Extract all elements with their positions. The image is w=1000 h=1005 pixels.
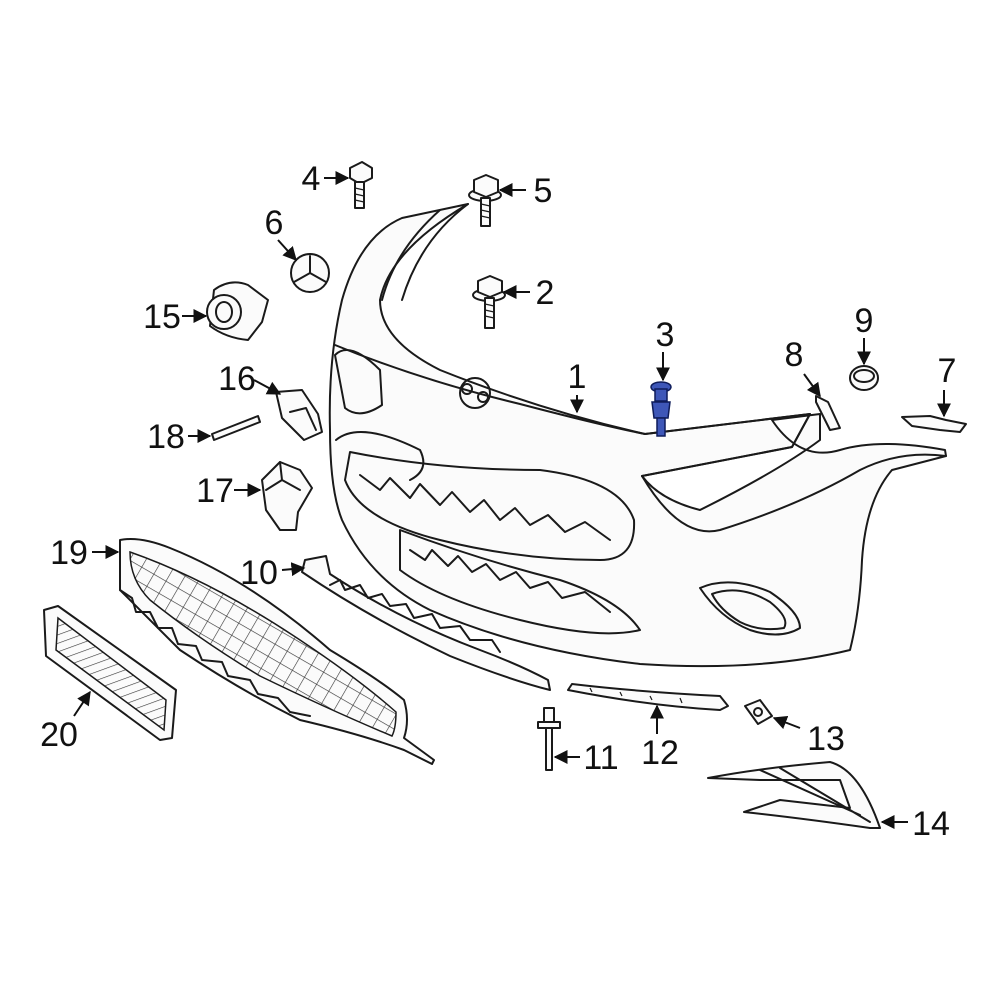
- part-18-molding: [211, 415, 261, 441]
- part-9-plug: [849, 365, 879, 391]
- callout-7: 7: [938, 352, 957, 390]
- callout-2: 2: [536, 274, 555, 312]
- callout-labels: 1 2 3 4 5 6 7 8 9 10 11 12 13 14 15 16 1…: [40, 160, 956, 843]
- callout-4: 4: [302, 160, 321, 198]
- part-16-housing: [275, 389, 323, 441]
- part-7-bracket: [901, 415, 967, 433]
- part-4-bolt: [349, 161, 373, 209]
- part-2-bolt: [472, 275, 506, 329]
- callout-20: 20: [40, 716, 78, 754]
- part-13-nut: [744, 699, 773, 725]
- part-15-sensor: [206, 281, 269, 341]
- part-10-trim-strip: [301, 555, 551, 691]
- part-1-bumper-cover: [328, 203, 947, 668]
- leader-8: [803, 373, 821, 398]
- callout-3: 3: [656, 316, 675, 354]
- callout-18: 18: [147, 418, 185, 456]
- callout-10: 10: [240, 554, 278, 592]
- part-19-grille: [119, 538, 435, 765]
- part-6-emblem: [290, 253, 330, 293]
- part-8-reflector: [815, 395, 841, 431]
- callout-11: 11: [583, 739, 618, 777]
- leader-13: [772, 715, 801, 730]
- leader-16: [253, 379, 282, 395]
- callout-13: 13: [807, 720, 845, 758]
- leader-20: [73, 690, 91, 717]
- leader-10: [281, 562, 306, 577]
- part-5-bolt: [468, 174, 502, 227]
- callout-9: 9: [855, 302, 874, 340]
- callout-1: 1: [568, 358, 587, 396]
- callout-5: 5: [534, 172, 553, 210]
- part-11-rivet: [537, 707, 561, 771]
- callout-8: 8: [785, 336, 804, 374]
- callout-15: 15: [143, 298, 181, 336]
- callout-12: 12: [641, 734, 679, 772]
- leader-6: [277, 239, 297, 262]
- part-12-trim-bar: [567, 683, 729, 711]
- callout-19: 19: [50, 534, 88, 572]
- leader-lines: [73, 171, 951, 829]
- part-14-spoiler: [707, 761, 881, 829]
- part-3-clip: [650, 381, 672, 437]
- callout-16: 16: [218, 360, 256, 398]
- part-17-bracket: [261, 461, 313, 531]
- part-20-frame: [43, 605, 177, 741]
- callout-17: 17: [196, 472, 234, 510]
- callout-6: 6: [265, 204, 284, 242]
- callout-14: 14: [912, 805, 950, 843]
